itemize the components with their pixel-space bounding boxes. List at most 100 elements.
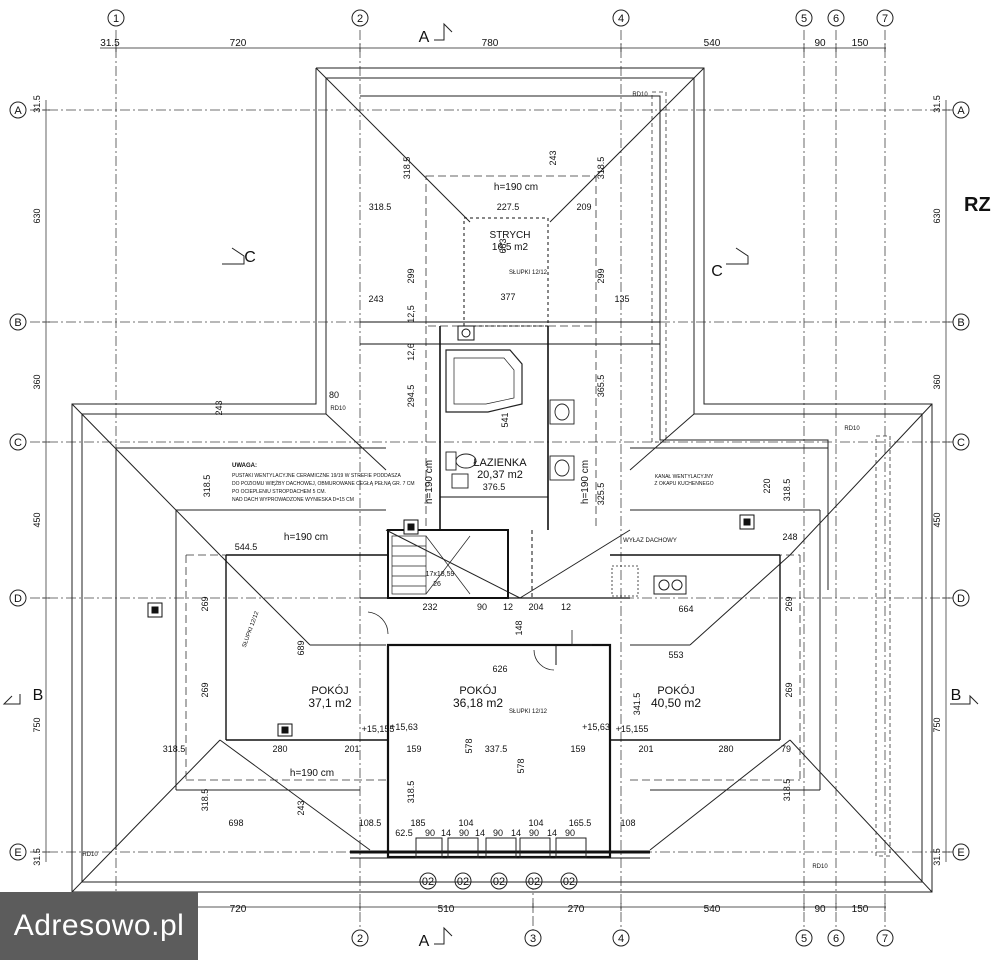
section-mark-b-left: B xyxy=(33,687,44,704)
dim-left-5: 31.5 xyxy=(32,848,42,866)
roof-outline xyxy=(71,67,933,893)
dim-left-3: 450 xyxy=(32,512,42,527)
grid-bubble-left-0: A xyxy=(14,105,22,117)
dim-d-248: 248 xyxy=(782,532,797,542)
dim-d-269-b: 269 xyxy=(200,682,210,697)
note-uwaga-line-1: DO POZIOMU WIĘŹBY DACHOWEJ, OBMUROWANE C… xyxy=(232,480,415,487)
dim-d-698: 698 xyxy=(228,818,243,828)
grid-bubble-left-2: C xyxy=(14,437,22,449)
dim-left-4: 750 xyxy=(32,717,42,732)
dim-d-12-6: 12,6 xyxy=(406,343,416,361)
dim-d-159-b: 159 xyxy=(570,744,585,754)
rd-label-left: RD10 xyxy=(330,406,346,412)
window-tag-4-circle xyxy=(560,872,578,890)
dim-d-299-a: 299 xyxy=(406,268,416,283)
grid-bubble-bottom-4-circle xyxy=(827,929,845,947)
dim-d-14-a: 14 xyxy=(441,828,451,838)
roof-hatch xyxy=(611,565,639,597)
dim-d-14-b: 14 xyxy=(475,828,485,838)
ventilation-shaft-icon xyxy=(147,325,755,737)
dim-d-108: 108 xyxy=(620,818,635,828)
grid-bubble-bottom-0: 2 xyxy=(357,933,363,945)
grid-bubble-top-3: 5 xyxy=(801,13,807,25)
dim-d-62-5: 62.5 xyxy=(395,828,413,838)
grid-bubble-bottom-2: 4 xyxy=(618,933,624,945)
grid-bubble-left-3-circle xyxy=(9,589,27,607)
dim-d-318-5-d: 318.5 xyxy=(782,479,792,502)
dim-d-90-d: 90 xyxy=(493,828,503,838)
stairs-steps: 26 xyxy=(433,581,441,588)
dim-d-135: 135 xyxy=(614,294,629,304)
dim-d-90-e: 90 xyxy=(529,828,539,838)
grid-bubble-top-3-circle xyxy=(795,9,813,27)
note-uwaga-line-0: PUSTAKI WENTYLACYJNE CERAMICZNE 19/19 W … xyxy=(232,473,401,479)
section-mark-c-right: C xyxy=(711,263,723,280)
dim-d-365-5: 365.5 xyxy=(596,375,606,398)
note-wylaz: WYŁAZ DACHOWY xyxy=(623,538,677,544)
windows xyxy=(415,837,587,859)
dim-d-299-b: 299 xyxy=(596,268,606,283)
dim-d-553: 553 xyxy=(668,650,683,660)
dim-d-159-a: 159 xyxy=(406,744,421,754)
grid-bubble-top-0-circle xyxy=(107,9,125,27)
dim-d-14-d: 14 xyxy=(547,828,557,838)
room-lazienka-name: ŁAZIENKA xyxy=(473,457,527,469)
dim-left-0: 31.5 xyxy=(32,95,42,113)
dim-d-90-c: 90 xyxy=(459,828,469,838)
dim-d-185: 185 xyxy=(410,818,425,828)
dim-d-243-d: 243 xyxy=(296,800,306,815)
grid-bubble-top-1-circle xyxy=(351,9,369,27)
dim-d-165-5: 165.5 xyxy=(569,818,592,828)
grid-bubble-right-2: C xyxy=(957,437,965,449)
dim-d-541: 541 xyxy=(500,412,510,427)
dim-d-294-5: 294.5 xyxy=(406,385,416,408)
dim-bottom-2: 270 xyxy=(568,904,585,915)
grid-bubble-left-2-circle xyxy=(9,433,27,451)
dim-d-63-a: +15,63 xyxy=(390,722,418,732)
grid-bubble-top-2-circle xyxy=(612,9,630,27)
grid-bubble-left-0-circle xyxy=(9,101,27,119)
dim-d-664: 664 xyxy=(678,604,693,614)
grid-bubble-right-4: E xyxy=(957,847,964,859)
grid-bubble-right-3: D xyxy=(957,593,965,605)
dim-d-341-5: 341.5 xyxy=(632,693,642,716)
dim-d-79: 79 xyxy=(781,744,791,754)
dim-left-2: 360 xyxy=(32,374,42,389)
grid-bubble-left-4: E xyxy=(14,847,21,859)
dim-d-104-a: 104 xyxy=(458,818,473,828)
note-kanal-line-1: Z OKAPU KUCHENNEGO xyxy=(654,481,713,487)
room-pokoj-right-area: 40,50 m2 xyxy=(651,696,701,710)
dim-bottom-0: 720 xyxy=(230,904,247,915)
window-tag-4: 02 xyxy=(563,876,575,888)
dim-top-4: 90 xyxy=(814,38,826,49)
window-tag-3-circle xyxy=(525,872,543,890)
dim-top-3: 540 xyxy=(704,38,721,49)
dim-d-227-5: 227.5 xyxy=(497,202,520,212)
grid-bubble-left-1: B xyxy=(14,317,21,329)
dim-d-269-a: 269 xyxy=(200,596,210,611)
section-mark-a-top: A xyxy=(419,29,430,46)
note-uwaga-line-3: NAD DACH WYPROWADZONE WYNIESKA D=15 CM xyxy=(232,497,354,503)
dimension-lines xyxy=(42,44,950,911)
dim-d-318-5-c: 318.5 xyxy=(369,202,392,212)
rd-label-right: RD10 xyxy=(844,426,860,432)
dim-d-108-5: 108.5 xyxy=(359,818,382,828)
grid-bubble-right-0-circle xyxy=(952,101,970,119)
dim-d-269-c: 269 xyxy=(784,596,794,611)
grid-bubble-right-1-circle xyxy=(952,313,970,331)
dim-d-155-a: +15,155 xyxy=(362,724,395,734)
dim-top-1: 720 xyxy=(230,38,247,49)
height-left-row: h=190 cm xyxy=(284,532,328,543)
room-pokoj-left-area: 37,1 m2 xyxy=(308,696,352,710)
dim-d-220: 220 xyxy=(762,478,772,493)
room-pokoj-mid-name: POKÓJ xyxy=(459,684,496,697)
window-tag-1: 02 xyxy=(457,876,469,888)
dim-d-90-f: 90 xyxy=(565,828,575,838)
dim-right-1: 630 xyxy=(932,208,942,223)
watermark-logo: Adresowo.pl xyxy=(0,892,198,960)
grid-bubbles xyxy=(9,9,970,947)
grid-bubble-bottom-1: 3 xyxy=(530,933,536,945)
dim-d-148: 148 xyxy=(514,620,524,635)
drawing-title-fragment: RZ xyxy=(964,194,991,216)
